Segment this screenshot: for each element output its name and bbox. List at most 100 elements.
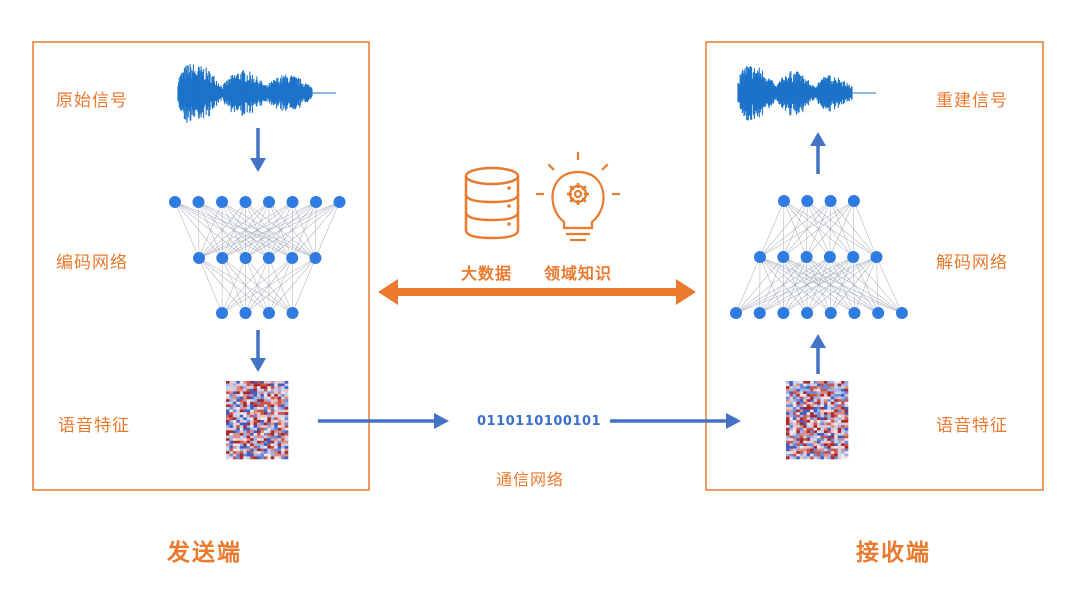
spectrogram-cell — [257, 446, 261, 449]
spectrogram-cell — [278, 399, 282, 402]
spectrogram-cell — [267, 443, 271, 446]
spectrogram-cell — [827, 384, 831, 387]
spectrogram-cell — [254, 415, 258, 418]
spectrogram-cell — [838, 407, 842, 410]
spectrogram-cell — [810, 443, 814, 446]
spectrogram-cell — [789, 425, 793, 428]
spectrogram-cell — [226, 456, 230, 459]
spectrogram-cell — [260, 415, 264, 418]
spectrogram-cell — [281, 386, 285, 389]
spectrogram-cell — [226, 386, 230, 389]
spectrogram-cell — [845, 430, 849, 433]
bulb-ray — [602, 164, 608, 170]
spectrogram-cell — [845, 410, 849, 413]
spectrogram-cell — [243, 391, 247, 394]
spectrogram-cell — [264, 402, 268, 405]
spectrogram-cell — [803, 410, 807, 413]
network-edge — [853, 201, 854, 257]
spectrogram-cell — [229, 397, 233, 400]
spectrogram-cell — [236, 397, 240, 400]
spectrogram-cell — [824, 428, 828, 431]
spectrogram-cell — [845, 443, 849, 446]
spectrogram-cell — [803, 456, 807, 459]
spectrogram-cell — [240, 428, 244, 431]
spectrogram-cell — [236, 402, 240, 405]
spectrogram-cell — [800, 391, 804, 394]
spectrogram-cell — [247, 420, 251, 423]
spectrogram-cell — [800, 425, 804, 428]
spectrogram-cell — [281, 428, 285, 431]
spectrogram-cell — [820, 407, 824, 410]
spectrogram-cell — [845, 433, 849, 436]
spectrogram-cell — [834, 433, 838, 436]
spectrogram-cell — [824, 451, 828, 454]
spectrogram-cell — [834, 384, 838, 387]
spectrogram-cell — [278, 451, 282, 454]
spectrogram-cell — [834, 454, 838, 457]
spectrogram-cell — [264, 423, 268, 426]
spectrogram-cell — [793, 449, 797, 452]
network-edge — [760, 201, 831, 257]
spectrogram-cell — [786, 381, 790, 384]
spectrogram-cell — [831, 420, 835, 423]
spectrogram-cell — [824, 443, 828, 446]
spectrogram-cell — [267, 430, 271, 433]
spectrogram-cell — [845, 441, 849, 444]
spectrogram-cell — [803, 430, 807, 433]
spectrogram-cell — [285, 381, 289, 384]
spectrogram-cell — [827, 410, 831, 413]
spectrogram-cell — [260, 384, 264, 387]
spectrogram-cell — [247, 441, 251, 444]
spectrogram-cell — [807, 402, 811, 405]
spectrogram-cell — [233, 451, 237, 454]
spectrogram-cell — [247, 407, 251, 410]
spectrogram-cell — [820, 394, 824, 397]
spectrogram-cell — [226, 391, 230, 394]
spectrogram-cell — [831, 399, 835, 402]
sender-spectrogram-icon — [226, 381, 288, 459]
spectrogram-cell — [793, 386, 797, 389]
spectrogram-cell — [240, 441, 244, 444]
spectrogram-cell — [831, 404, 835, 407]
spectrogram-cell — [845, 449, 849, 452]
spectrogram-cell — [827, 394, 831, 397]
spectrogram-cell — [824, 423, 828, 426]
spectrogram-cell — [229, 438, 233, 441]
spectrogram-cell — [838, 391, 842, 394]
spectrogram-cell — [274, 441, 278, 444]
spectrogram-cell — [820, 404, 824, 407]
network-edge — [855, 257, 877, 313]
spectrogram-cell — [229, 441, 233, 444]
spectrogram-cell — [793, 415, 797, 418]
spectrogram-cell — [827, 430, 831, 433]
spectrogram-cell — [845, 428, 849, 431]
spectrogram-cell — [264, 438, 268, 441]
spectrogram-cell — [278, 381, 282, 384]
spectrogram-cell — [254, 420, 258, 423]
spectrogram-cell — [250, 441, 254, 444]
spectrogram-cell — [274, 438, 278, 441]
spectrogram-cell — [264, 430, 268, 433]
spectrogram-cell — [229, 394, 233, 397]
spectrogram-cell — [236, 454, 240, 457]
spectrogram-cell — [247, 449, 251, 452]
spectrogram-cell — [807, 441, 811, 444]
spectrogram-cell — [817, 433, 821, 436]
arrow-decoder-to-signal — [810, 132, 826, 174]
gear-hub — [575, 191, 581, 197]
spectrogram-cell — [827, 433, 831, 436]
spectrogram-cell — [807, 410, 811, 413]
spectrogram-cell — [817, 386, 821, 389]
spectrogram-cell — [254, 454, 258, 457]
spectrogram-cell — [236, 436, 240, 439]
spectrogram-cell — [250, 438, 254, 441]
spectrogram-cell — [817, 423, 821, 426]
spectrogram-cell — [796, 443, 800, 446]
spectrogram-cell — [845, 394, 849, 397]
spectrogram-cell — [226, 384, 230, 387]
spectrogram-cell — [243, 386, 247, 389]
database-icon — [466, 168, 518, 238]
spectrogram-cell — [831, 428, 835, 431]
spectrogram-cell — [803, 443, 807, 446]
spectrogram-cell — [229, 381, 233, 384]
